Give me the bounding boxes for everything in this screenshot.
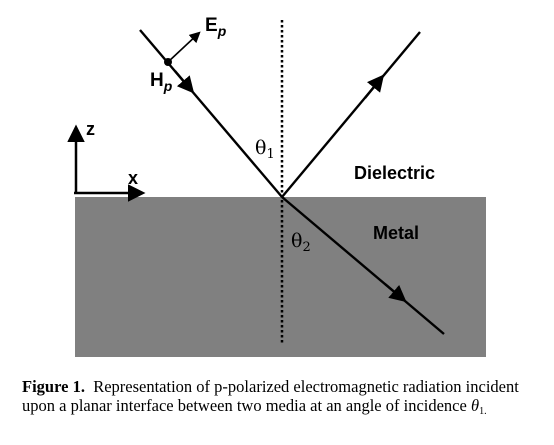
reflected-ray-arrow xyxy=(364,74,385,99)
dielectric-label: Dielectric xyxy=(354,163,435,183)
incident-ray-arrow xyxy=(174,70,195,94)
x-axis-label: x xyxy=(128,168,138,188)
caption-text: Representation of p-polarized electromag… xyxy=(22,377,519,415)
caption-theta-subscript: 1. xyxy=(479,406,487,417)
incident-ray xyxy=(139,29,283,198)
e-field-vector xyxy=(167,31,201,63)
e-field-label: Ep xyxy=(205,15,227,39)
figure-caption: Figure 1. Representation of p-polarized … xyxy=(22,377,542,421)
h-field-label: Hp xyxy=(150,70,173,94)
metal-label: Metal xyxy=(373,223,419,243)
refracted-ray-arrow xyxy=(384,283,407,303)
h-field-dot xyxy=(164,58,172,66)
incidence-angle-label: θ1 xyxy=(255,137,275,162)
metal-region xyxy=(75,197,486,357)
refraction-angle-label: θ2 xyxy=(291,230,311,255)
caption-theta-symbol: θ xyxy=(470,396,480,415)
caption-label: Figure 1. xyxy=(22,377,85,396)
refracted-ray xyxy=(281,196,445,335)
reflected-ray xyxy=(281,31,421,198)
z-axis-label: z xyxy=(86,119,95,139)
